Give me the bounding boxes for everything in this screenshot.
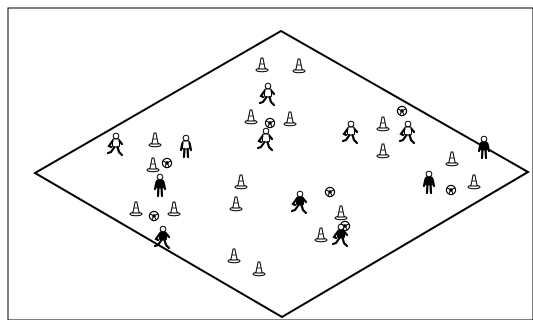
cone-icon	[228, 249, 240, 263]
ball-icon	[325, 187, 334, 196]
cone-icon	[253, 262, 265, 276]
player-dark-icon	[155, 226, 169, 248]
player-light-icon	[260, 83, 274, 105]
cone-icon	[168, 202, 180, 216]
cone-icon	[468, 175, 480, 189]
field-boundary	[35, 31, 528, 317]
cone-icon	[245, 110, 257, 124]
cone-icon	[315, 228, 327, 242]
cone-icon	[149, 133, 161, 147]
ball-icon	[162, 158, 171, 167]
cone-icon	[335, 206, 347, 220]
player-dark-icon	[424, 171, 434, 193]
player-light-icon	[258, 128, 272, 150]
cone-icon	[235, 175, 247, 189]
cone-icon	[377, 144, 389, 158]
player-dark-icon	[479, 136, 489, 158]
player-light-icon	[181, 135, 191, 157]
cone-icon	[230, 197, 242, 211]
player-light-icon	[400, 121, 414, 143]
cone-icon	[256, 58, 268, 72]
player-dark-icon	[292, 191, 306, 213]
ball-icon	[397, 106, 406, 115]
ball-icon	[446, 185, 455, 194]
player-light-icon	[108, 133, 122, 155]
cones-group	[130, 58, 480, 276]
cone-icon	[130, 202, 142, 216]
ball-icon	[149, 211, 158, 220]
cone-icon	[284, 112, 296, 126]
player-dark-icon	[155, 174, 165, 196]
player-light-icon	[343, 121, 357, 143]
cone-icon	[293, 59, 305, 73]
ball-icon	[265, 118, 274, 127]
cone-icon	[377, 117, 389, 131]
cone-icon	[446, 152, 458, 166]
cone-icon	[147, 158, 159, 172]
